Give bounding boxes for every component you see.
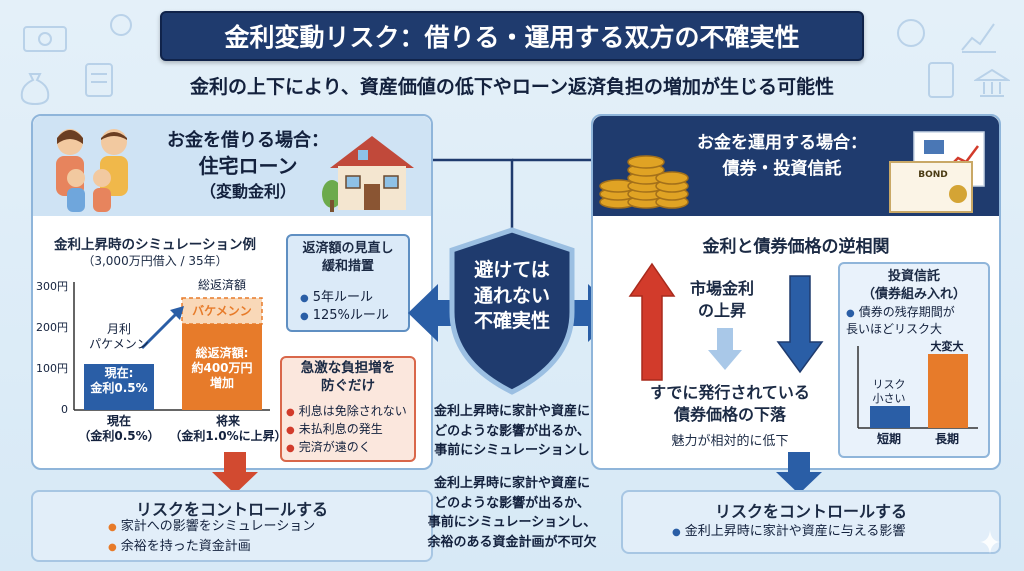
- growth-chart-icon: [961, 23, 996, 53]
- warning-title: 急激な負担増を 防ぐだけ: [300, 360, 396, 394]
- dollar-coin-icon: [897, 19, 925, 47]
- simulation-title: 金利上昇時のシミュレーション例: [54, 237, 256, 253]
- house-illustration-icon: [322, 136, 414, 212]
- warning-item-1: 利息は免除されない: [286, 402, 407, 420]
- short-term-label: 短期: [876, 432, 901, 446]
- shield-text: 避けては 通れない 不確実性: [473, 259, 550, 333]
- y-tick-300: 300円: [36, 280, 68, 293]
- family-illustration-icon: [56, 129, 128, 212]
- bank-icon: [974, 68, 1010, 97]
- bond-price-drop: すでに発行されている 債券価格の下落: [650, 383, 810, 424]
- market-rate-label: 市場金利 の上昇: [689, 279, 754, 321]
- total-top-label: バケメンン: [192, 304, 252, 318]
- x-label-now: 現在 （金利0.5%）: [78, 414, 160, 443]
- mitigation-item-1: 5年ルール: [300, 288, 373, 308]
- bar-future: [182, 324, 262, 410]
- warning-item-2: 未払利息の発生: [286, 420, 383, 438]
- monthly-label: 月利 パケメンン: [89, 322, 149, 351]
- page-subtitle: 金利の上下により、資産価値の低下やローン返済負担の増加が生じる可能性: [190, 76, 834, 98]
- borrow-subheading: 住宅ローン: [198, 154, 298, 178]
- bond-certificate-icon: [889, 131, 985, 213]
- invest-control-item-1: 金利上昇時に家計や資産に与える影響: [672, 522, 906, 542]
- rate-up-arrow-icon: [628, 262, 676, 381]
- borrow-control-item-2: 余裕を持った資金計画: [108, 537, 251, 557]
- small-risk-label: リスク 小さい: [872, 378, 906, 405]
- borrow-heading: お金を借りる場合：: [167, 130, 329, 151]
- borrow-control-title: リスクをコントロールする: [135, 500, 328, 519]
- document-icon: [928, 62, 954, 98]
- bar-short: [870, 406, 910, 428]
- bond-price-note: 魅力が相対的に低下: [671, 434, 789, 449]
- bar-future-top: [181, 297, 263, 325]
- y-tick-200: 200円: [36, 321, 68, 334]
- borrow-control-item-1: 家計への影響をシミュレーション: [108, 517, 315, 537]
- price-down-arrow-icon: [776, 275, 824, 374]
- page-title: 金利変動リスク：借りる・運用する双方の不確実性: [160, 11, 864, 61]
- big-risk-label: 大変大: [930, 340, 964, 353]
- center-text-1: 金利上昇時に家計や資産に どのような影響が出るか、 事前にシミュレーションし: [433, 404, 590, 458]
- y-tick-0: 0: [61, 403, 68, 416]
- coins-stack-icon: [599, 155, 689, 209]
- money-bag-icon: [20, 73, 50, 106]
- warning-item-3: 完済が遠のく: [286, 438, 371, 456]
- invest-heading: お金を運用する場合：: [697, 133, 867, 153]
- coin-icon: [110, 14, 132, 36]
- fund-chart: [857, 346, 978, 429]
- money-bill-icon: [23, 26, 67, 52]
- loan-chart: [73, 282, 270, 411]
- sparkle-icon: [980, 530, 1000, 554]
- invest-subheading: 債券・投資信託: [722, 159, 842, 179]
- y-tick-100: 100円: [36, 362, 68, 375]
- fund-title: 投資信託 （債券組み入れ）: [861, 269, 966, 302]
- fund-note: 債券の残存期間が 長いほどリスク大: [846, 304, 986, 337]
- bar-now: [84, 364, 154, 410]
- inverse-relation-title: 金利と債券価格の逆相関: [702, 237, 890, 257]
- simulation-subtitle: （3,000万円借入 / 35年）: [82, 254, 228, 268]
- borrow-note: （変動金利）: [199, 182, 296, 201]
- invest-control-title: リスクをコントロールする: [714, 502, 907, 521]
- mitigation-title: 返済額の見直し 緩和措置: [302, 241, 394, 274]
- bar-now-label: 現在: 金利0.5%: [90, 366, 148, 395]
- long-term-label: 長期: [934, 432, 959, 446]
- center-text-2: 金利上昇時に家計や資産に どのような影響が出るか、 事前にシミュレーションし、 …: [427, 476, 597, 550]
- mitigation-item-2: 125%ルール: [300, 306, 389, 326]
- small-down-arrow-icon: [708, 328, 742, 370]
- down-arrow-left-icon: [212, 452, 258, 494]
- bar-future-label: 総返済額: 約400万円 増加: [191, 346, 253, 390]
- down-arrow-right-icon: [776, 452, 822, 494]
- total-label: 総返済額: [197, 278, 246, 292]
- receipt-icon: [85, 63, 113, 97]
- bond-label: BOND: [918, 170, 948, 180]
- x-label-future: 将来 （金利1.0%に上昇）: [169, 414, 287, 443]
- shield-icon: [449, 227, 575, 395]
- bar-long: [928, 354, 968, 428]
